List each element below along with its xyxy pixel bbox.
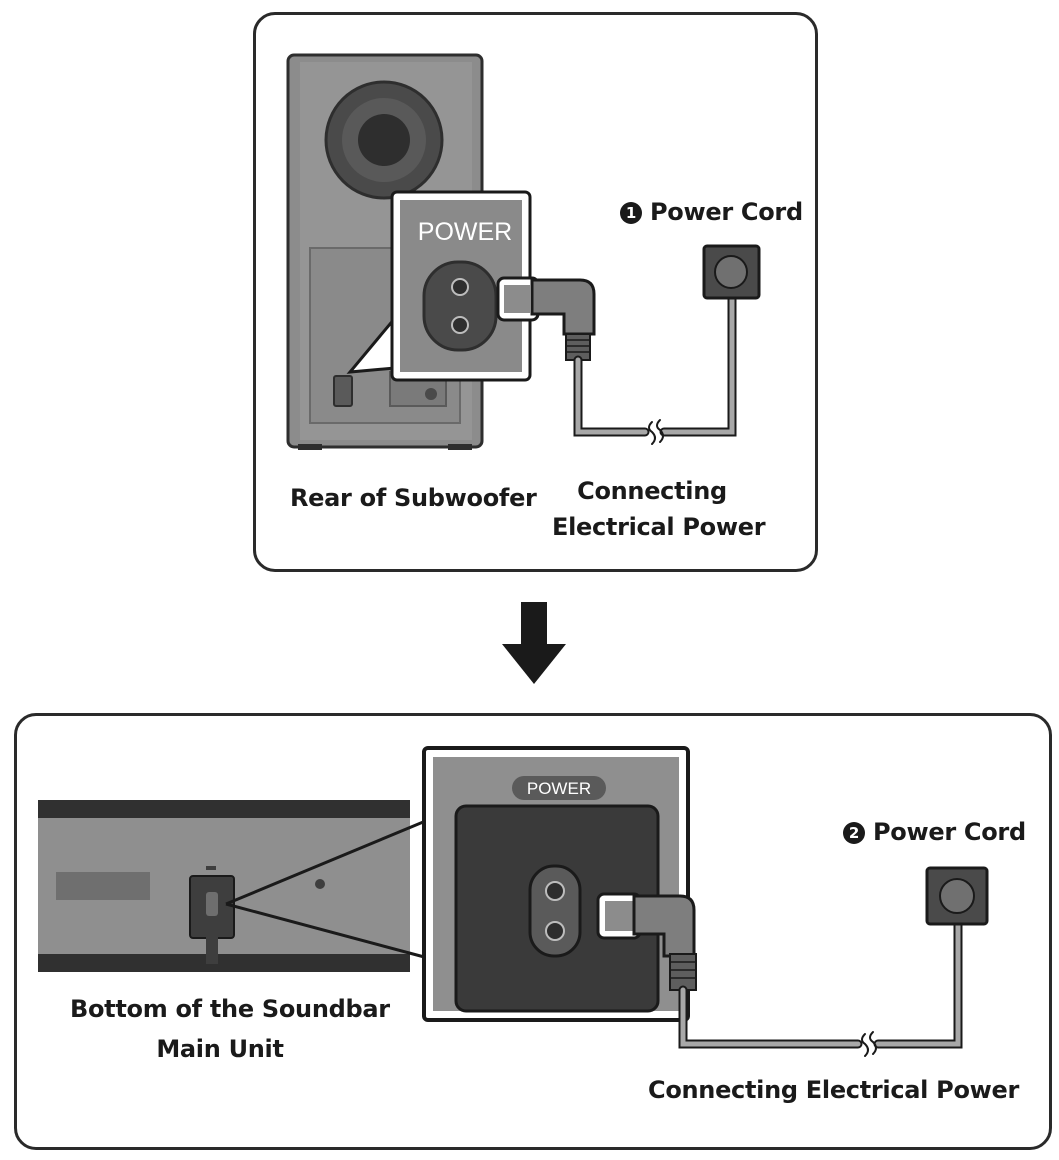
wall-outlet-top xyxy=(702,244,761,300)
down-arrow-icon xyxy=(502,602,566,684)
connecting-caption-bottom: Connecting Electrical Power xyxy=(648,1076,1020,1104)
connecting-caption-line2: Electrical Power xyxy=(552,513,766,541)
soundbar-caption-line2: Main Unit xyxy=(156,1035,284,1063)
power-cable-top xyxy=(573,293,737,445)
callout-line-lower xyxy=(225,902,429,960)
power-port-label-top: POWER xyxy=(418,218,512,246)
power-port-label-bottom: POWER xyxy=(527,779,591,798)
callout-line-upper xyxy=(225,818,429,906)
power-cord-text: Power Cord xyxy=(650,198,803,226)
power-cord-label-bottom: 2 Power Cord xyxy=(843,818,1026,846)
subwoofer-caption: Rear of Subwoofer xyxy=(290,484,537,512)
connecting-caption-top: Connecting Electrical Power xyxy=(552,477,766,541)
power-cord-text: Power Cord xyxy=(873,818,1026,846)
power-cord-label-top: 1 Power Cord xyxy=(620,198,803,226)
power-callout-bottom xyxy=(422,746,690,1022)
soundbar-caption-line1: Bottom of the Soundbar xyxy=(70,995,390,1023)
soundbar-bottom xyxy=(38,800,410,972)
power-plug-bottom xyxy=(596,892,697,991)
step-number-badge: 2 xyxy=(843,822,865,844)
power-plug-top xyxy=(496,276,596,361)
power-callout-top xyxy=(390,190,532,382)
wall-outlet-bottom xyxy=(925,866,989,926)
connecting-caption-line1: Connecting xyxy=(577,477,727,505)
power-cable-bottom xyxy=(678,917,963,1057)
soundbar-caption: Bottom of the Soundbar Main Unit xyxy=(70,995,390,1063)
step-number-badge: 1 xyxy=(620,202,642,224)
